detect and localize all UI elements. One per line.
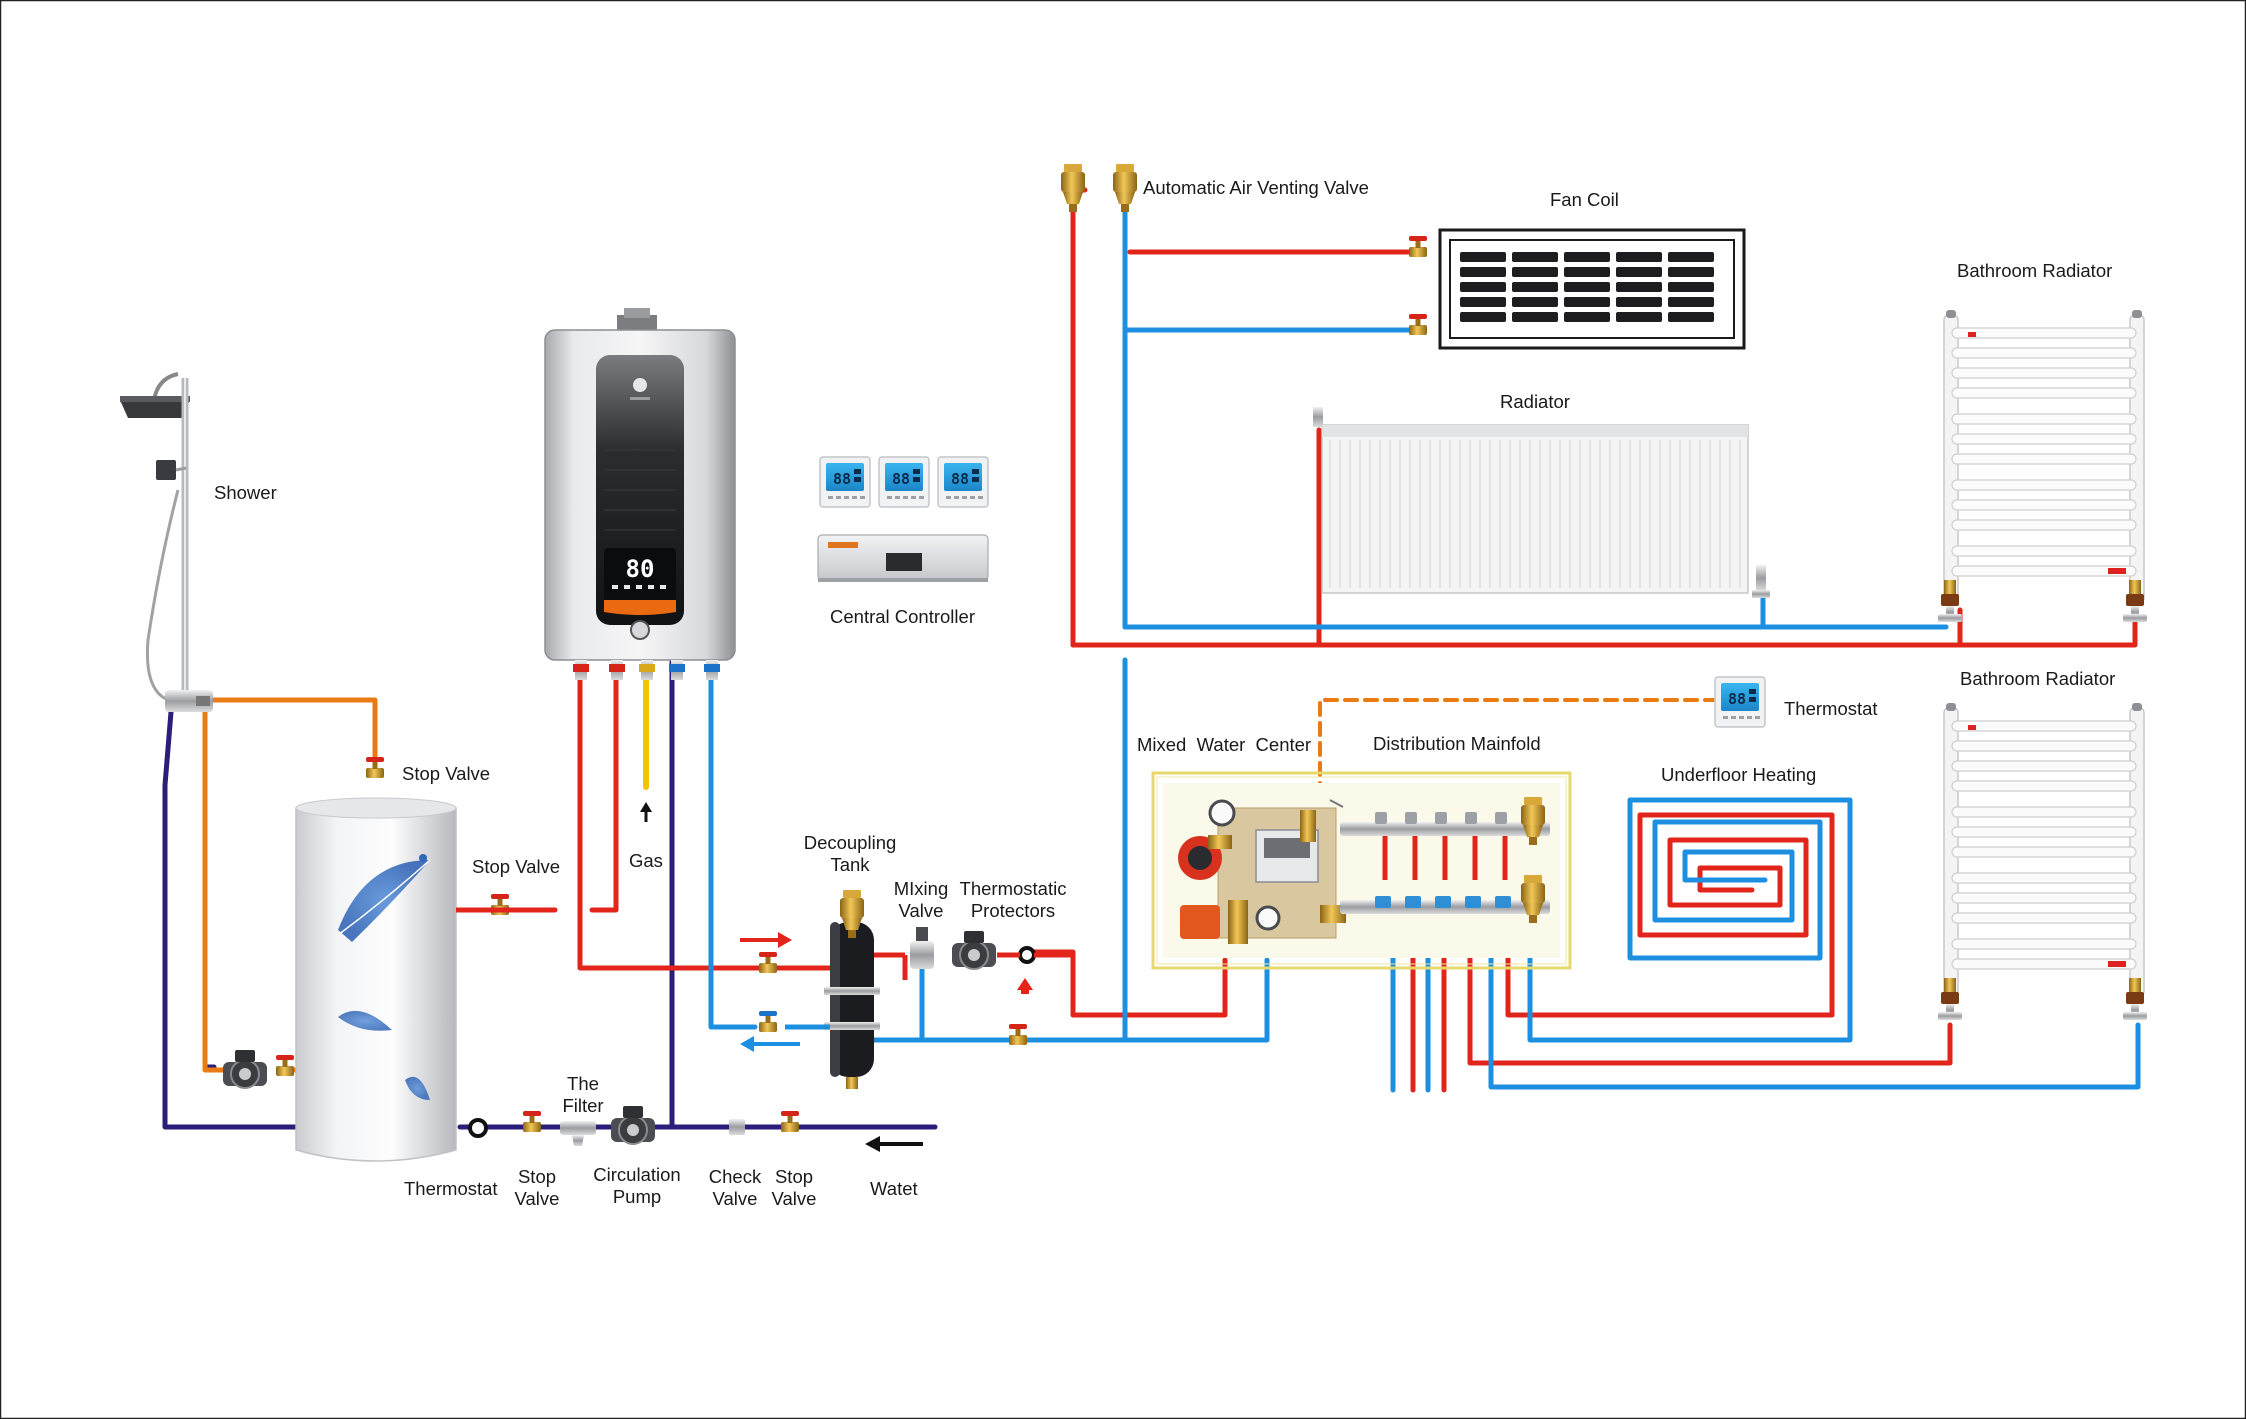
stop-valve-label: Stop Valve (472, 856, 561, 877)
zone-thermostat-2[interactable] (878, 456, 930, 508)
central-controller[interactable] (817, 534, 989, 582)
shower-label: Shower (214, 482, 277, 503)
water-inlet-label: Watet (870, 1178, 918, 1199)
gas-label: Gas (629, 850, 663, 871)
thermostat-sensor-label: Thermostat (404, 1178, 498, 1199)
shower (120, 372, 213, 712)
boiler-display: 80 (626, 555, 655, 583)
underfloor-thermostat[interactable] (1714, 676, 1766, 728)
central-controller-label: Central Controller (830, 606, 975, 627)
zone-thermostat-1[interactable] (819, 456, 871, 508)
fan-coil-label: Fan Coil (1550, 189, 1619, 210)
panel-radiator (1313, 407, 1770, 598)
mixed-water-center (1151, 771, 1572, 970)
wall-hung-boiler: 80 (544, 308, 736, 680)
heating-return-pipe (708, 187, 1949, 1043)
filter-icon (560, 1121, 596, 1146)
arrow-icon (740, 932, 1033, 1052)
stop-valve-label: Stop Valve (402, 763, 491, 784)
underfloor-heating-label: Underfloor Heating (1661, 764, 1817, 785)
thermostatic-protector (1018, 946, 1036, 964)
bathroom-radiator-label: Bathroom Radiator (1960, 668, 2116, 689)
bathroom-radiator-label: Bathroom Radiator (1957, 260, 2113, 281)
fan-coil (1438, 228, 1746, 350)
distribution-manifold-label: Distribution Mainfold (1373, 733, 1541, 754)
mixing-valve[interactable] (910, 927, 934, 1040)
thermostat-sensor (468, 1118, 488, 1138)
radiator-label: Radiator (1500, 391, 1570, 412)
decoupling-tank (824, 890, 880, 1089)
thermostat-label: Thermostat (1784, 698, 1878, 719)
hot-water-storage-tank (295, 797, 457, 1162)
arrow-icon (640, 802, 652, 822)
arrow-icon (865, 1136, 923, 1152)
mixed-water-center-label: Mixed Water Center (1137, 734, 1312, 755)
check-valve-icon (729, 1119, 745, 1135)
zone-thermostat-3[interactable] (937, 456, 989, 508)
air-vent-label: Automatic Air Venting Valve (1143, 177, 1369, 198)
